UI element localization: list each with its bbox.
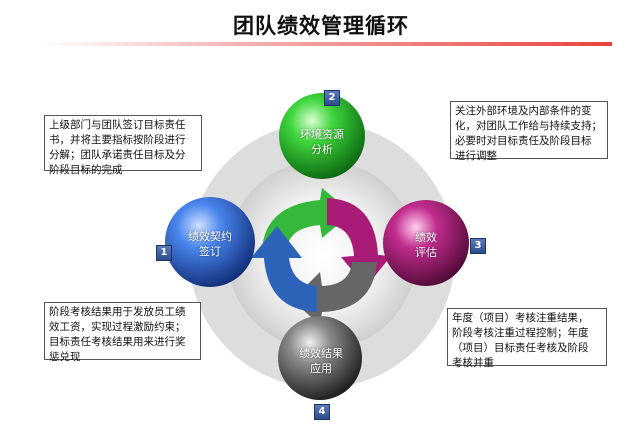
note-top-right: 关注外部环境及内部条件的变 化，对团队工作给与持续支持； 必要时对目标责任及阶段… — [450, 101, 608, 162]
step-2-label: 环境资源 分析 — [300, 128, 344, 156]
step-4-label: 绩效结果 应用 — [299, 347, 343, 375]
step-1-label: 绩效契约 签订 — [188, 230, 232, 258]
sphere-step-2 — [279, 93, 365, 179]
step-1-badge: 1 — [156, 245, 172, 261]
sphere-step-4 — [278, 316, 362, 400]
arrow-blue — [251, 226, 317, 312]
step-3-badge: 3 — [470, 238, 486, 254]
note-top-left: 上级部门与团队签订目标责任 书，并将主要指标按阶段进行 分解；团队承诺责任目标及… — [44, 115, 202, 176]
step-3-label: 绩效 评估 — [415, 231, 437, 259]
title-underline — [40, 42, 612, 46]
note-bottom-left: 阶段考核结果用于发放员工绩 效工资，实现过程激励约束； 目标责任考核结果用来进行… — [44, 302, 201, 363]
step-4-badge: 4 — [314, 404, 330, 420]
inner-disc — [227, 160, 417, 350]
cycle-arrows — [251, 188, 391, 325]
sphere-step-3 — [383, 200, 469, 286]
note-bottom-right: 年度（项目）考核注重结果， 阶段考核注重过程控制；年度 （项目）目标责任考核及阶… — [447, 308, 607, 369]
page-title: 团队绩效管理循环 — [233, 14, 409, 38]
step-2-badge: 2 — [324, 90, 340, 106]
sphere-step-1 — [165, 197, 255, 287]
